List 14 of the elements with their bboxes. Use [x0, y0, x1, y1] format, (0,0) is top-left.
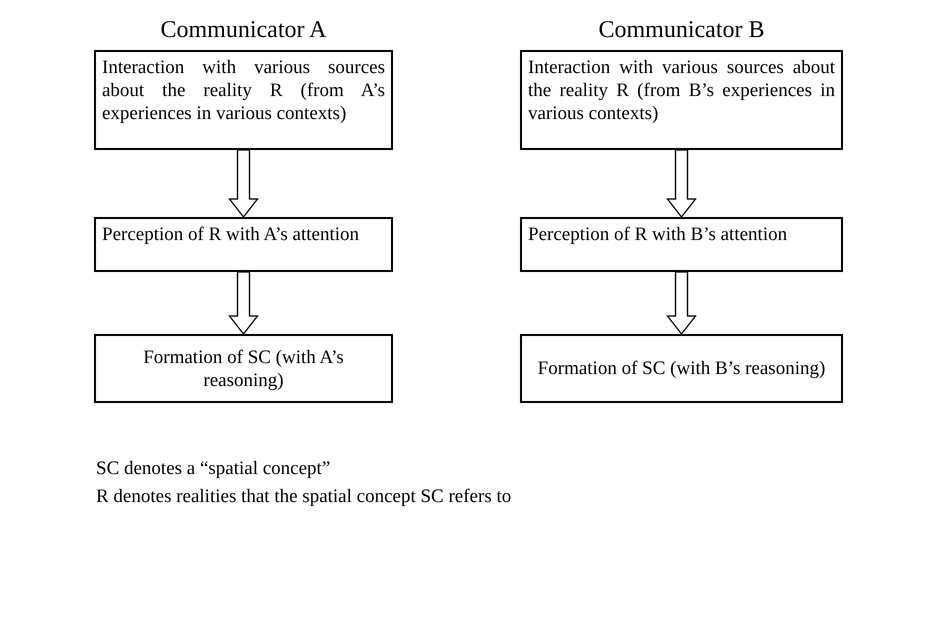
process-box: Interaction with various sources about the reality R (from A’s experiences in various contexts)	[94, 50, 393, 150]
process-box: Perception of R with A’s attention	[94, 217, 393, 272]
hollow-arrow	[228, 271, 259, 336]
hollow-arrow	[666, 271, 697, 336]
hollow-arrow	[666, 149, 697, 218]
process-box: Perception of R with B’s attention	[520, 217, 843, 272]
process-box: Formation of SC (with A’s reasoning)	[94, 334, 393, 403]
column-heading: Communicator B	[598, 16, 766, 45]
hollow-arrow	[228, 149, 259, 218]
process-box: Formation of SC (with B’s reasoning)	[520, 334, 843, 403]
note-text: R denotes realities that the spatial concept SC refers to	[96, 485, 512, 509]
note-text: SC denotes a “spatial concept”	[96, 457, 332, 481]
process-box: Interaction with various sources about the reality R (from B’s experiences in various contexts)	[520, 50, 843, 150]
column-heading: Communicator A	[160, 16, 328, 45]
